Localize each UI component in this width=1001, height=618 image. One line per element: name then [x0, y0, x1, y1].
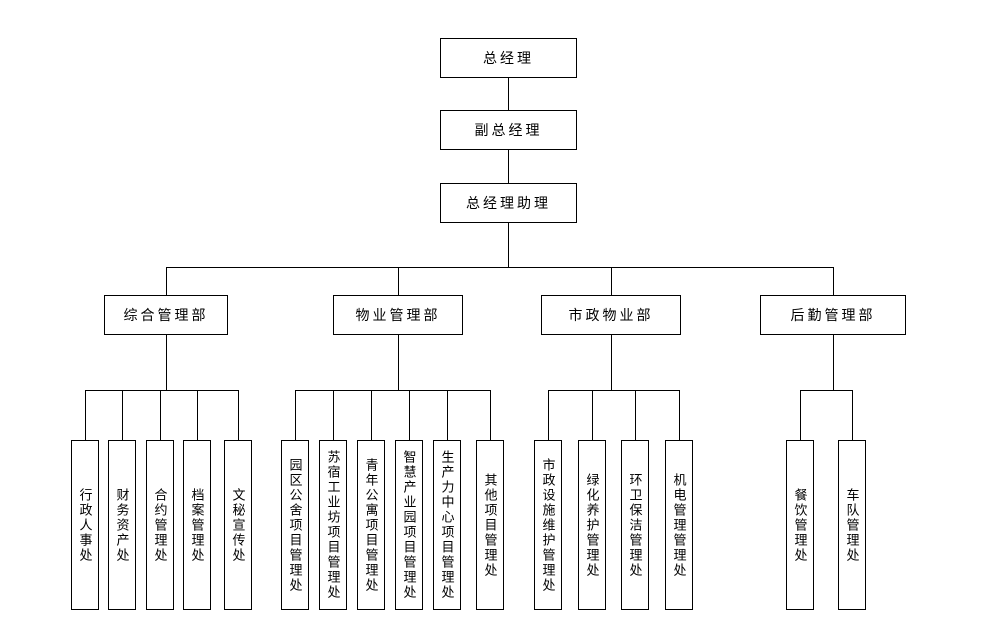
org-unit: 环卫保洁管理处 [621, 440, 649, 610]
org-unit-label: 生产力中心项目管理处 [439, 450, 455, 600]
dept-property-management: 物业管理部 [333, 295, 463, 335]
node-general-manager-label: 总经理 [483, 50, 534, 66]
org-unit-label: 青年公寓项目管理处 [363, 457, 379, 593]
org-unit: 行政人事处 [71, 440, 99, 610]
org-unit: 文秘宣传处 [224, 440, 252, 610]
dept-comprehensive-management: 综合管理部 [104, 295, 228, 335]
org-unit-label: 文秘宣传处 [230, 487, 246, 563]
org-unit-label: 车队管理处 [844, 487, 860, 563]
node-gm-assistant: 总经理助理 [440, 183, 577, 223]
org-unit: 机电管理管理处 [665, 440, 693, 610]
dept-label: 后勤管理部 [790, 307, 876, 323]
org-unit-label: 行政人事处 [77, 487, 93, 563]
org-unit-label: 绿化养护管理处 [584, 472, 600, 578]
org-unit: 智慧产业园项目管理处 [395, 440, 423, 610]
dept-label: 综合管理部 [123, 307, 209, 323]
org-unit: 档案管理处 [183, 440, 211, 610]
org-unit-label: 机电管理管理处 [671, 472, 687, 578]
org-unit-label: 苏宿工业坊项目管理处 [325, 450, 341, 600]
org-unit-label: 财务资产处 [114, 487, 130, 563]
org-unit-label: 档案管理处 [189, 487, 205, 563]
dept-municipal-property: 市政物业部 [541, 295, 681, 335]
org-unit: 生产力中心项目管理处 [433, 440, 461, 610]
org-unit: 园区公舍项目管理处 [281, 440, 309, 610]
org-unit: 苏宿工业坊项目管理处 [319, 440, 347, 610]
dept-label: 物业管理部 [355, 307, 441, 323]
org-unit-label: 其他项目管理处 [482, 472, 498, 578]
org-unit: 市政设施维护管理处 [534, 440, 562, 610]
org-unit: 合约管理处 [146, 440, 174, 610]
org-unit: 财务资产处 [108, 440, 136, 610]
org-unit-label: 环卫保洁管理处 [627, 472, 643, 578]
org-unit-label: 市政设施维护管理处 [540, 457, 556, 593]
node-general-manager: 总经理 [440, 38, 577, 78]
org-unit-label: 合约管理处 [152, 487, 168, 563]
node-gm-assistant-label: 总经理助理 [466, 195, 551, 211]
org-unit: 绿化养护管理处 [578, 440, 606, 610]
org-unit: 车队管理处 [838, 440, 866, 610]
org-unit-label: 园区公舍项目管理处 [287, 457, 303, 593]
org-unit: 其他项目管理处 [476, 440, 504, 610]
org-unit-label: 餐饮管理处 [792, 487, 808, 563]
dept-label: 市政物业部 [568, 307, 654, 323]
org-unit: 青年公寓项目管理处 [357, 440, 385, 610]
dept-logistics-management: 后勤管理部 [760, 295, 906, 335]
connector-lines [85, 78, 853, 440]
org-unit: 餐饮管理处 [786, 440, 814, 610]
node-deputy-general-manager: 副总经理 [440, 110, 577, 150]
org-unit-label: 智慧产业园项目管理处 [401, 450, 417, 600]
node-deputy-general-manager-label: 副总经理 [474, 122, 543, 138]
